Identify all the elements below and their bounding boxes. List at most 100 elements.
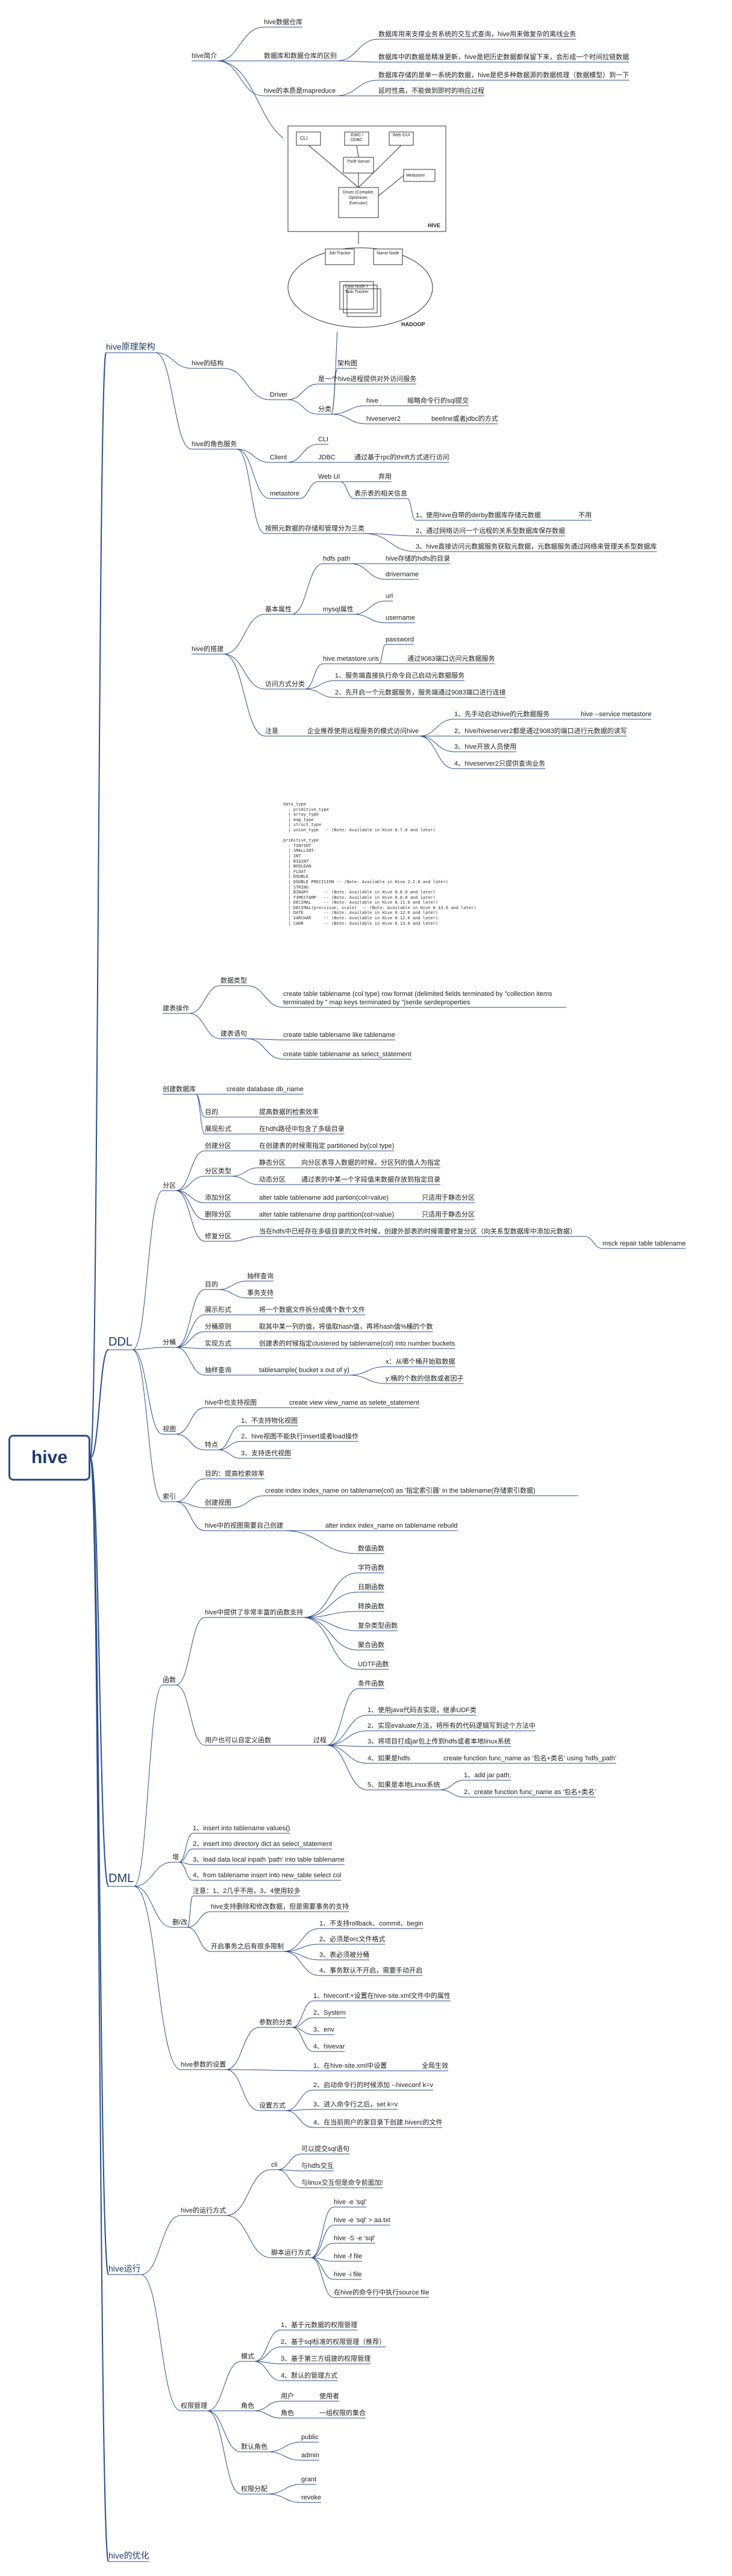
view-feature[interactable]: 特点 (205, 1441, 218, 1449)
access-item[interactable]: 2、先开启一个元数据服务，服务端通过9083端口进行连接 (335, 689, 506, 696)
param-types[interactable]: 参数的分类 (259, 2019, 292, 2026)
dml-update[interactable]: 删/改 (172, 1919, 188, 1926)
insert-item[interactable]: 3、load data local inpath 'path' into tab… (193, 1856, 345, 1863)
perm-roles[interactable]: 角色 (241, 2402, 254, 2410)
script-item[interactable]: hive -S -e 'sql' (334, 2235, 375, 2242)
func-process-item[interactable]: 1、使用java代码去实现，继承UDF类 (368, 1707, 477, 1714)
branch-run[interactable]: hive运行 (108, 2264, 141, 2273)
func-process-item[interactable]: 2、实现evaluate方法，将所有的代码逻辑写到这个方法中 (368, 1722, 536, 1730)
perm-mode-item[interactable]: 2、基于sql标准的权限管理（推荐） (281, 2338, 386, 2346)
build-notice[interactable]: 注意 (265, 728, 278, 735)
func-builtin-item[interactable]: 日期函数 (358, 1584, 384, 1591)
part-purpose-desc[interactable]: 提高数据的检索效率 (259, 1109, 319, 1116)
run-perm[interactable]: 权限管理 (181, 2402, 207, 2410)
part-form[interactable]: 展现形式 (205, 1126, 231, 1133)
ddl-view[interactable]: 视图 (163, 1426, 176, 1433)
func-process-item[interactable]: 3、将项目打成jar包上传到hdfs或者本地linux系统 (368, 1738, 511, 1745)
tx-limits[interactable]: 开启事务之后有很多限制 (211, 1943, 284, 1950)
bucket-form[interactable]: 展示形式 (205, 1306, 231, 1314)
branch-dml[interactable]: DML (108, 1872, 134, 1885)
script-item[interactable]: hive -e 'sql' > aa.txt (334, 2217, 390, 2224)
branch-hive-arch[interactable]: hive原理架构 (106, 342, 155, 351)
update-head[interactable]: hive支持删除和修改数据，但是需要事务的支持 (211, 1903, 349, 1910)
perm-mode-item[interactable]: 4、默认的管理方式 (281, 2372, 338, 2379)
index-purpose[interactable]: 目的：提高检索效率 (205, 1470, 264, 1478)
build-modes[interactable]: 按照元数据的存储和管理分为三类 (265, 525, 364, 532)
ddl-create-table[interactable]: 建表操作 (163, 1005, 189, 1012)
func-builtin-item[interactable]: 转换函数 (358, 1603, 384, 1610)
param-type-item[interactable]: 3、env (313, 2026, 334, 2033)
part-drop[interactable]: 删除分区 (205, 1211, 231, 1218)
func-process[interactable]: 过程 (313, 1737, 327, 1744)
mode-item[interactable]: 1、使用hive自带的derby数据库存储元数据 (416, 512, 541, 519)
ddl-index[interactable]: 索引 (163, 1493, 176, 1501)
func-builtin-item[interactable]: 数值函数 (358, 1545, 384, 1552)
index-create-desc[interactable]: create index index_name on tablename(col… (265, 1487, 536, 1494)
bucket-sample-item[interactable]: x：从哪个桶开始取数据 (386, 1358, 455, 1365)
perm-user-desc[interactable]: 使用者 (319, 2393, 339, 2400)
perm-mode-item[interactable]: 3、基于第三方组建的权限管理 (281, 2355, 371, 2363)
create-stmt-item[interactable]: create table tablename (col type) row fo… (283, 990, 552, 1006)
part-form-desc[interactable]: 在hdfs路径中包含了多级目录 (259, 1126, 345, 1133)
hive-roles[interactable]: hive的角色服务 (192, 441, 237, 448)
func-process-item[interactable]: 4、如果是hdfs (368, 1755, 410, 1762)
func-custom[interactable]: 用户也可以自定义函数 (205, 1737, 271, 1744)
bucket-impl[interactable]: 实现方式 (205, 1340, 231, 1347)
client-webui[interactable]: Web UI (318, 473, 340, 480)
insert-item[interactable]: 2、insert into directory dict as select_s… (193, 1841, 333, 1848)
run-script[interactable]: 脚本运行方式 (271, 2249, 311, 2256)
cli-item[interactable]: 与linux交互但是命令前面加! (301, 2179, 383, 2187)
func-builtin-item[interactable]: UDTF函数 (358, 1661, 389, 1668)
tx-item[interactable]: 4、事务默认不开启，需要手动开启 (319, 1967, 423, 1974)
cli-item[interactable]: 与hdfs交互 (301, 2162, 334, 2170)
build-basic[interactable]: 基本属性 (265, 606, 292, 613)
set-way[interactable]: 设置方式 (259, 2102, 286, 2109)
mode1-note[interactable]: 不用 (578, 512, 592, 519)
set-way-item[interactable]: 3、进入命令行之后，set k=v (313, 2101, 398, 2108)
param-type-item[interactable]: 1、hiveconf:+设置在hive-site.xml文件中的属性 (313, 1992, 451, 2000)
part-types[interactable]: 分区类型 (205, 1168, 231, 1175)
part-purpose[interactable]: 目的 (205, 1109, 218, 1116)
client-jdbc[interactable]: JDBC (318, 454, 336, 461)
mysql-item[interactable]: drivername (386, 571, 419, 578)
part-repair-desc[interactable]: 当在hdfs中已经存在多级目录的文件时候，创建外部表的时候需要修复分区（向关系型… (259, 1228, 577, 1235)
insert-item[interactable]: 4、from tablename insert into new_table s… (193, 1872, 342, 1879)
part-add[interactable]: 添加分区 (205, 1194, 231, 1201)
part-create-desc[interactable]: 在创建表的时候需指定 partitioned by(col type) (259, 1142, 395, 1150)
part-repair[interactable]: 修复分区 (205, 1233, 231, 1240)
perm-role-desc[interactable]: 一组权限的集合 (319, 2410, 366, 2417)
insert-note[interactable]: 注意：1、2几乎不用，3、4使用较多 (193, 1888, 301, 1895)
view-feature-item[interactable]: 1、不支持物化视图 (241, 1417, 298, 1425)
bucket-purpose-item[interactable]: 抽样查询 (247, 1273, 274, 1280)
func-builtin-item[interactable]: 字符函数 (358, 1564, 384, 1572)
bucket-purpose-item[interactable]: 事务支持 (247, 1290, 274, 1297)
hdfs-path[interactable]: hdfs path (323, 555, 351, 562)
tx-item[interactable]: 2、必须是orc文件格式 (319, 1936, 386, 1943)
view-create-desc[interactable]: create view view_name as selete_statemen… (289, 1399, 419, 1406)
mysql-item[interactable]: username (386, 614, 415, 622)
diff-item[interactable]: 数据库中的数据是精准更新，hive是把历史数据都保留下来，会形成一个时间拉链数据 (378, 54, 630, 61)
mr-note[interactable]: 延时性高，不能做到即时的响应过程 (378, 87, 484, 95)
view-feature-item[interactable]: 2、hive视图不能执行insert或者load操作 (241, 1433, 358, 1440)
mysql-item[interactable]: password (386, 636, 414, 643)
bucket-rule[interactable]: 分桶原则 (205, 1323, 231, 1331)
cat-hs2[interactable]: hiveserver2 (366, 415, 401, 423)
diff-item[interactable]: 数据库用来支撑业务系统的交互式查询，hive用来做复杂的离线业务 (378, 31, 577, 38)
view-create[interactable]: hive中也支持视图 (205, 1399, 257, 1406)
driver-category[interactable]: 分类 (318, 406, 331, 413)
metastore-cmd[interactable]: hive --service metastore (581, 711, 652, 718)
metastore-desc[interactable]: 表示表的相关信息 (354, 490, 407, 497)
part-dynamic-desc[interactable]: 通过表的中某一个字段值来数据存放到指定目录 (301, 1176, 440, 1183)
script-item[interactable]: hive -e 'sql' (334, 2199, 367, 2206)
view-feature-item[interactable]: 3、支持迭代视图 (241, 1450, 292, 1457)
bucket-purpose[interactable]: 目的 (205, 1281, 218, 1288)
run-cli[interactable]: cli (271, 2161, 278, 2168)
hive-build[interactable]: hive的搭建 (192, 646, 224, 653)
create-stmt-item[interactable]: create table tablename as select_stateme… (283, 1051, 411, 1058)
default-roles[interactable]: 默认角色 (241, 2443, 267, 2451)
branch-ddl[interactable]: DDL (108, 1335, 133, 1349)
func-local-item[interactable]: 2、create function func_name as '包名+类名' (464, 1789, 596, 1796)
part-create[interactable]: 创建分区 (205, 1142, 231, 1150)
part-static[interactable]: 静态分区 (259, 1159, 286, 1167)
bucket-sample-item[interactable]: y:桶的个数的倍数或者因子 (386, 1375, 464, 1382)
